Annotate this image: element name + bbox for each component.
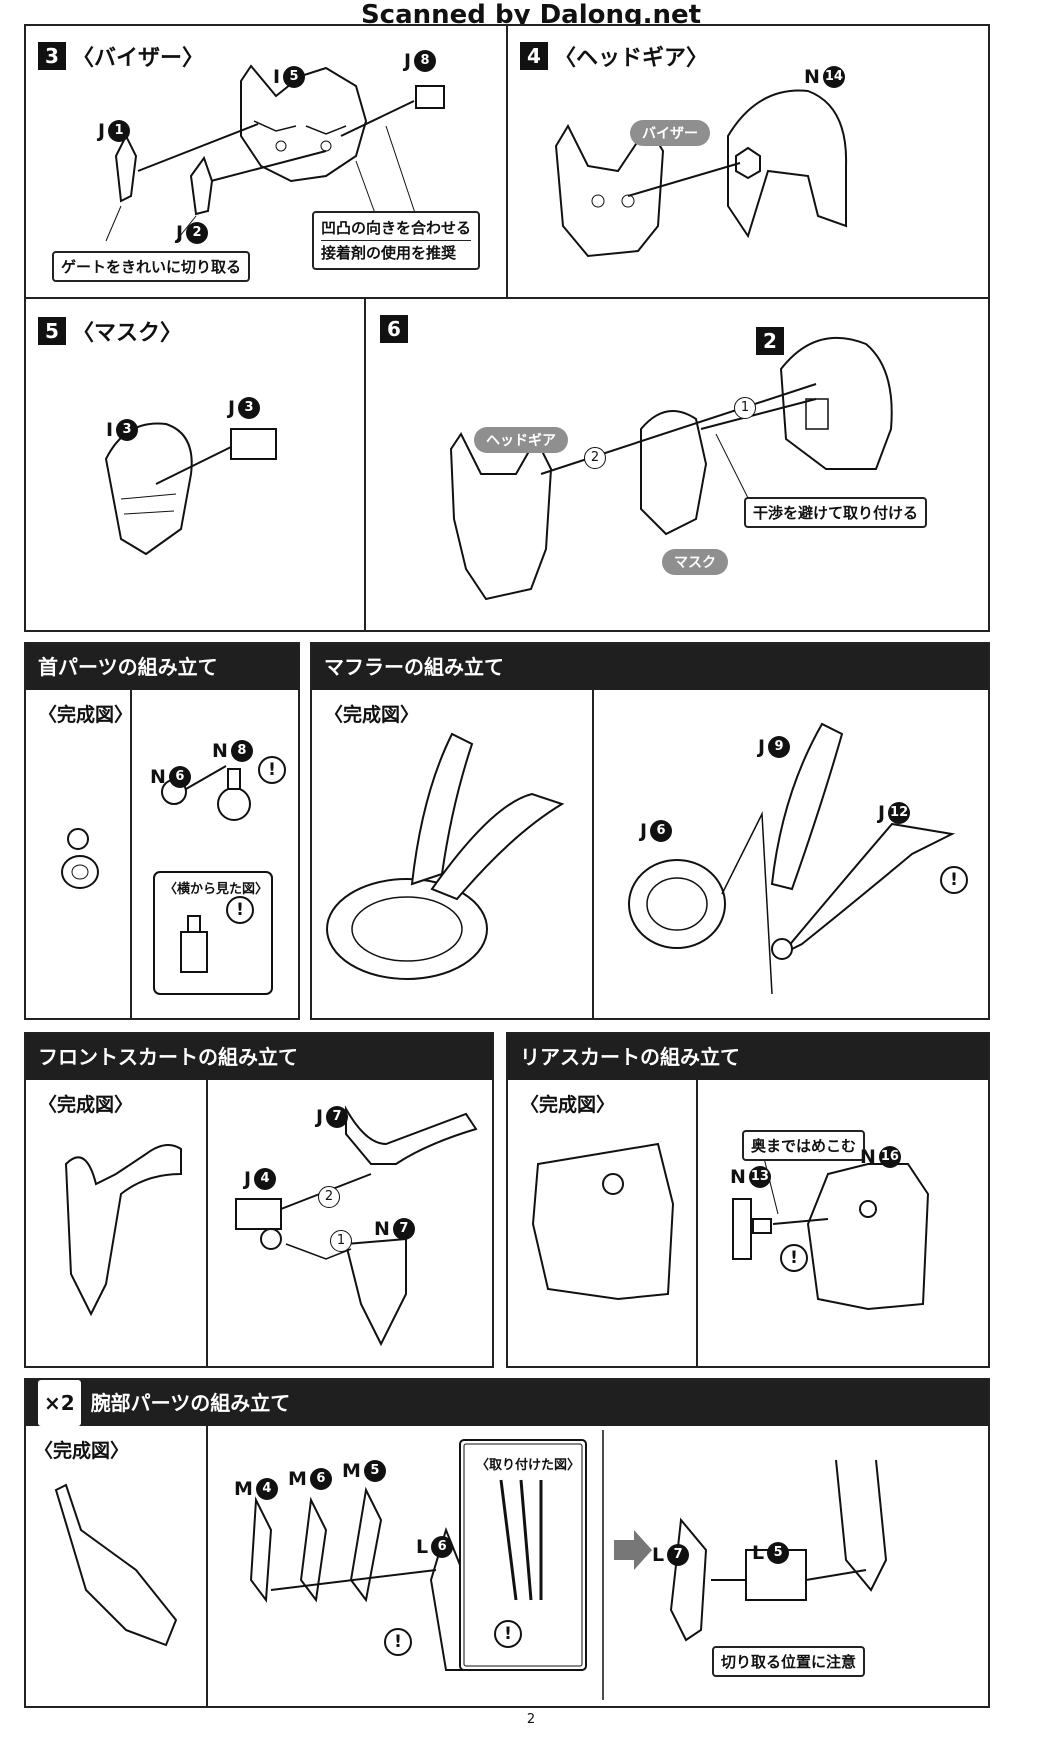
step3-heading: 3 〈バイザー〉 bbox=[38, 40, 204, 72]
rear-skirt-header: リアスカートの組み立て bbox=[508, 1034, 988, 1080]
order-marker-2: 2 bbox=[584, 447, 606, 469]
arm-header-title: 腕部パーツの組み立て bbox=[90, 1391, 291, 1415]
muffler-header: マフラーの組み立て bbox=[312, 644, 988, 690]
headgear-tag: ヘッドギア bbox=[474, 427, 568, 453]
step-number: 4 bbox=[520, 42, 548, 70]
rear-skirt-done-title: 〈完成図〉 bbox=[520, 1094, 616, 1116]
note-cut-position: 切り取る位置に注意 bbox=[712, 1646, 866, 1677]
note-gate: ゲートをきれいに切り取る bbox=[52, 251, 251, 282]
caution-icon: ! bbox=[258, 756, 286, 784]
arm-done-title: 〈完成図〉 bbox=[34, 1440, 130, 1462]
step4-heading: 4 〈ヘッドギア〉 bbox=[520, 40, 708, 72]
step6-panel: 6 2 ヘッドギア マスク 2 1 干渉を避けて取り付ける bbox=[364, 297, 990, 632]
visor-assembly-drawing bbox=[105, 64, 445, 242]
arm-divider bbox=[206, 1426, 208, 1706]
neck-done-title: 〈完成図〉 bbox=[38, 704, 134, 726]
note-press-fully: 奥まではめこむ bbox=[742, 1130, 866, 1161]
front-skirt-drawing bbox=[64, 1105, 478, 1347]
caution-icon: ! bbox=[780, 1244, 808, 1272]
note-align-glue: 凹凸の向きを合わせる 接着剤の使用を推奨 bbox=[312, 211, 481, 270]
neck-header: 首パーツの組み立て bbox=[26, 644, 298, 690]
rear-skirt-divider bbox=[696, 1080, 698, 1366]
note-avoid-interference: 干渉を避けて取り付ける bbox=[744, 497, 928, 528]
muffler-drawing bbox=[326, 722, 956, 995]
step-number: 6 bbox=[380, 315, 408, 343]
page-number: 2 bbox=[526, 1712, 536, 1727]
note-align: 凹凸の向きを合わせる bbox=[321, 216, 472, 241]
mask-assembly-drawing bbox=[104, 422, 277, 556]
rear-skirt-drawing bbox=[531, 1142, 930, 1311]
mask-tag: マスク bbox=[662, 549, 728, 575]
muffler-done-title: 〈完成図〉 bbox=[324, 704, 420, 726]
step6-heading: 6 bbox=[380, 315, 408, 343]
neck-divider bbox=[130, 690, 132, 1018]
arm-header: ×2 腕部パーツの組み立て bbox=[26, 1380, 988, 1426]
order-marker-1: 1 bbox=[330, 1230, 352, 1252]
caution-icon: ! bbox=[384, 1628, 412, 1656]
head-assembly-drawing bbox=[449, 336, 893, 601]
muffler-divider bbox=[592, 690, 594, 1018]
headgear-assembly-drawing bbox=[554, 89, 848, 258]
attached-view-label: 〈取り付けた図〉 bbox=[476, 1458, 581, 1473]
step-title: 〈マスク〉 bbox=[72, 321, 183, 346]
order-marker-1: 1 bbox=[734, 397, 756, 419]
front-skirt-done-title: 〈完成図〉 bbox=[38, 1094, 134, 1116]
multiplier-badge: ×2 bbox=[38, 1380, 81, 1426]
step-title: 〈ヘッドギア〉 bbox=[554, 46, 709, 71]
front-skirt-divider bbox=[206, 1080, 208, 1366]
neck-drawing bbox=[61, 765, 273, 995]
front-skirt-header: フロントスカートの組み立て bbox=[26, 1034, 492, 1080]
step-number: 3 bbox=[38, 42, 66, 70]
caution-icon: ! bbox=[494, 1620, 522, 1648]
caution-icon: ! bbox=[940, 866, 968, 894]
step5-heading: 5 〈マスク〉 bbox=[38, 315, 182, 347]
step-number: 5 bbox=[38, 317, 66, 345]
note-glue: 接着剤の使用を推奨 bbox=[321, 244, 457, 262]
order-marker-2: 2 bbox=[318, 1186, 340, 1208]
step-title: 〈バイザー〉 bbox=[72, 46, 205, 71]
side-view-label: 〈横から見た図〉 bbox=[164, 882, 269, 897]
arm-drawing bbox=[54, 1430, 888, 1700]
caution-icon: ! bbox=[226, 896, 254, 924]
visor-tag: バイザー bbox=[630, 120, 710, 146]
step6-sub-number: 2 bbox=[756, 327, 784, 355]
